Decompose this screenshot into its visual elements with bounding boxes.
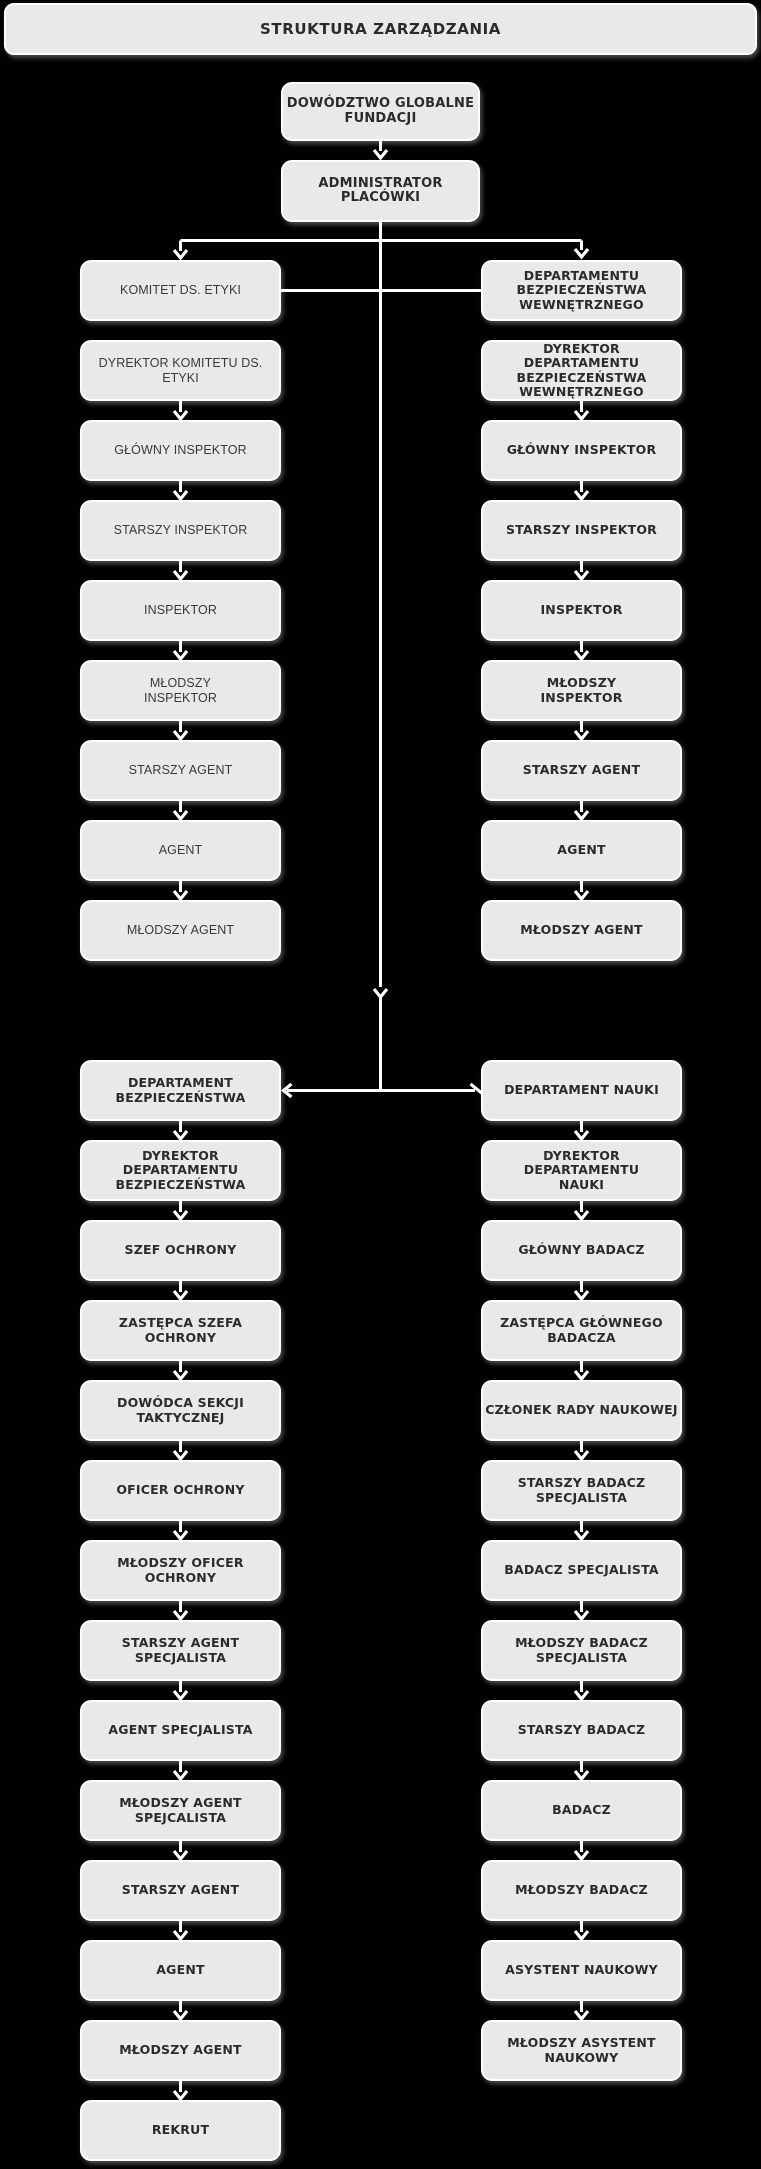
node-zastepca-szefa-ochrony: ZASTĘPCA SZEFA OCHRONY — [80, 1300, 281, 1361]
node-agent-specjalista: AGENT SPECJALISTA — [80, 1700, 281, 1761]
node-inspektor: INSPEKTOR — [80, 580, 281, 641]
node-glowny-inspektor: GŁÓWNY INSPEKTOR — [80, 420, 281, 481]
node-agent: AGENT — [80, 820, 281, 881]
node-departamentu-bezpieczenstwa-wewnetrznego: DEPARTAMENTU BEZPIECZEŃSTWA WEWNĘTRZNEGO — [481, 260, 682, 321]
node-dowodztwo-globalne-fundacji: DOWÓDZTWO GLOBALNE FUNDACJI — [281, 82, 480, 141]
node-dowodca-sekcji-taktycznej: DOWÓDCA SEKCJI TAKTYCZNEJ — [80, 1380, 281, 1441]
page-title: STRUKTURA ZARZĄDZANIA — [4, 3, 757, 55]
node-dyrektor-departamentu-bezpieczenstwa-wewnetrznego: DYREKTOR DEPARTAMENTU BEZPIECZEŃSTWA WEW… — [481, 340, 682, 401]
node-mlodszy-agent-spejcalista: MŁODSZY AGENT SPEJCALISTA — [80, 1780, 281, 1841]
node-badacz-specjalista: BADACZ SPECJALISTA — [481, 1540, 682, 1601]
node-mlodszy-asystent-naukowy: MŁODSZY ASYSTENT NAUKOWY — [481, 2020, 682, 2081]
node-mlodszy-badacz-specjalista: MŁODSZY BADACZ SPECJALISTA — [481, 1620, 682, 1681]
node-mlodszy-inspektor: MŁODSZY INSPEKTOR — [481, 660, 682, 721]
node-starszy-agent: STARSZY AGENT — [80, 740, 281, 801]
node-mlodszy-agent: MŁODSZY AGENT — [80, 900, 281, 961]
node-rekrut: REKRUT — [80, 2100, 281, 2161]
node-szef-ochrony: SZEF OCHRONY — [80, 1220, 281, 1281]
node-dyrektor-departamentu-nauki: DYREKTOR DEPARTAMENTU NAUKI — [481, 1140, 682, 1201]
node-badacz: BADACZ — [481, 1780, 682, 1841]
node-starszy-agent: STARSZY AGENT — [481, 740, 682, 801]
node-zastepca-glownego-badacza: ZASTĘPCA GŁÓWNEGO BADACZA — [481, 1300, 682, 1361]
node-administrator-placowki: ADMINISTRATOR PLACÓWKI — [281, 160, 480, 222]
node-oficer-ochrony: OFICER OCHRONY — [80, 1460, 281, 1521]
node-mlodszy-inspektor: MŁODSZY INSPEKTOR — [80, 660, 281, 721]
node-mlodszy-badacz: MŁODSZY BADACZ — [481, 1860, 682, 1921]
node-starszy-inspektor: STARSZY INSPEKTOR — [481, 500, 682, 561]
node-agent: AGENT — [481, 820, 682, 881]
node-czlonek-rady-naukowej: CZŁONEK RADY NAUKOWEJ — [481, 1380, 682, 1441]
node-komitet-ds-etyki: KOMITET DS. ETYKI — [80, 260, 281, 321]
node-dyrektor-departamentu-bezpieczenstwa: DYREKTOR DEPARTAMENTU BEZPIECZEŃSTWA — [80, 1140, 281, 1201]
node-glowny-badacz: GŁÓWNY BADACZ — [481, 1220, 682, 1281]
node-asystent-naukowy: ASYSTENT NAUKOWY — [481, 1940, 682, 2001]
node-starszy-agent-specjalista: STARSZY AGENT SPECJALISTA — [80, 1620, 281, 1681]
node-starszy-agent: STARSZY AGENT — [80, 1860, 281, 1921]
node-inspektor: INSPEKTOR — [481, 580, 682, 641]
node-mlodszy-agent: MŁODSZY AGENT — [80, 2020, 281, 2081]
node-starszy-badacz: STARSZY BADACZ — [481, 1700, 682, 1761]
node-starszy-inspektor: STARSZY INSPEKTOR — [80, 500, 281, 561]
node-glowny-inspektor: GŁÓWNY INSPEKTOR — [481, 420, 682, 481]
node-agent: AGENT — [80, 1940, 281, 2001]
node-dyrektor-komitetu-ds-etyki: DYREKTOR KOMITETU DS. ETYKI — [80, 340, 281, 401]
node-starszy-badacz-specjalista: STARSZY BADACZ SPECJALISTA — [481, 1460, 682, 1521]
node-mlodszy-oficer-ochrony: MŁODSZY OFICER OCHRONY — [80, 1540, 281, 1601]
node-departament-bezpieczenstwa: DEPARTAMENT BEZPIECZEŃSTWA — [80, 1060, 281, 1121]
node-mlodszy-agent: MŁODSZY AGENT — [481, 900, 682, 961]
node-departament-nauki: DEPARTAMENT NAUKI — [481, 1060, 682, 1121]
